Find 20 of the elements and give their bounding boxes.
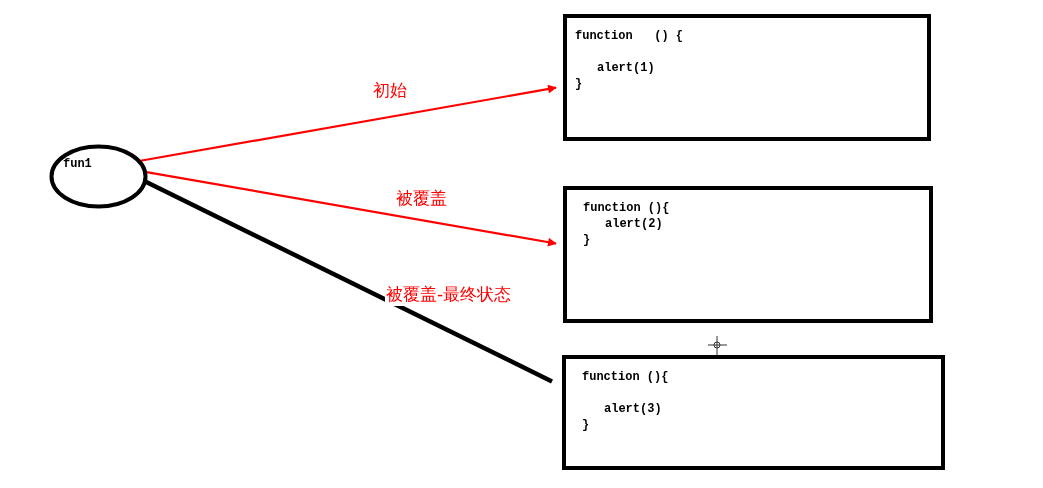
- ellipse-node: [49, 144, 148, 209]
- code-line: alert(3): [604, 401, 662, 417]
- code-box: [562, 355, 945, 470]
- code-line: alert(2): [605, 216, 663, 232]
- code-line: function () {: [575, 28, 684, 44]
- code-line: function (){: [583, 200, 670, 216]
- arrow: [140, 84, 557, 162]
- node-label: fun1: [63, 156, 92, 172]
- edge-label: 被覆盖-最终状态: [385, 283, 513, 306]
- code-line: }: [583, 232, 591, 248]
- code-box: [563, 14, 931, 141]
- connector-line: [145, 179, 553, 384]
- code-line: }: [582, 417, 590, 433]
- edge-label: 被覆盖: [395, 187, 448, 210]
- code-line: alert(1): [597, 60, 655, 76]
- edge-label: 初始: [372, 79, 408, 102]
- code-box: [563, 186, 933, 323]
- code-line: function (){: [582, 369, 669, 385]
- arrow: [146, 171, 557, 247]
- code-line: }: [575, 76, 583, 92]
